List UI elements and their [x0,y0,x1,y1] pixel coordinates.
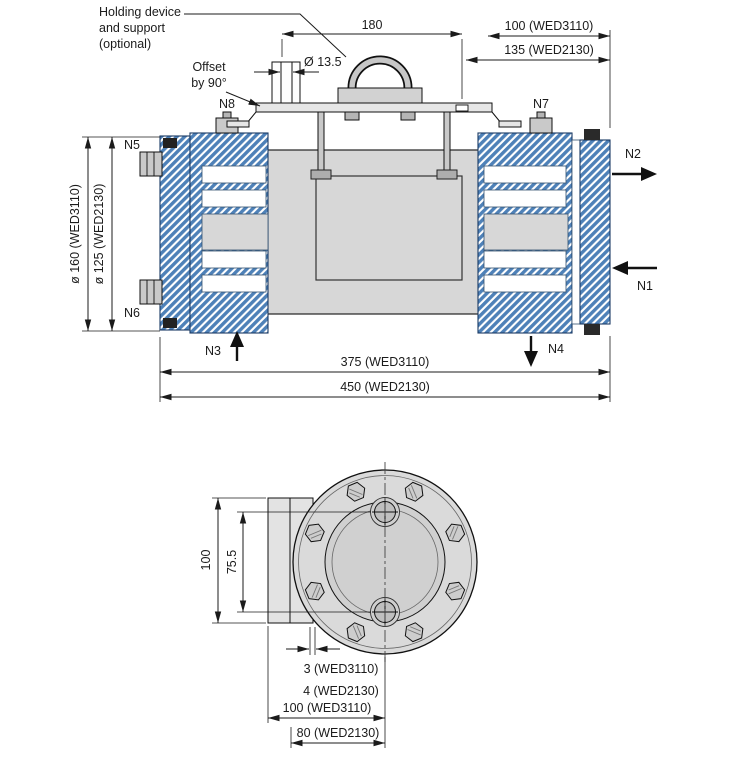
dim-dia125-label: ø 125 (WED2130) [92,184,106,285]
left-tube-slots [201,165,267,293]
gasket-block-top [163,138,177,148]
dim-100v-label: 100 [199,550,213,571]
dim-180-label: 180 [362,18,383,32]
u-bolt [349,57,411,103]
dim-hole-label: Ø 13.5 [304,55,342,69]
right-header [477,111,611,335]
nozzle-n8-label: N8 [219,97,235,111]
dim-dia160-label: ø 160 (WED3110) [68,184,82,284]
end-view: 100 75.5 3 (WED3110) 4 (WED2130) 100 (WE… [199,462,478,748]
n2-arrow-head [641,167,657,181]
nozzle-n5-label: N5 [124,138,140,152]
offset-leader-line [225,91,261,107]
holding-device [226,55,522,128]
nozzle-n4-label: N4 [548,342,564,356]
n6-bolt [139,279,163,305]
dim-375-label: 375 (WED3110) [341,355,430,369]
left-header-core [201,213,269,251]
dim-gap3-label: 3 (WED3110) [304,662,379,676]
dim-gap4-label: 4 (WED2130) [303,684,379,698]
side-view: Holding device and support (optional) Of… [68,5,657,402]
side-view-labels: Holding device and support (optional) Of… [68,5,653,394]
dim-80w-label: 80 (WED2130) [297,726,380,740]
offset-label-line2: by 90° [191,76,227,90]
u-bolt-nut-right [400,111,416,121]
dim-135-label: 135 (WED2130) [504,43,594,57]
end-view-dimensions [212,497,386,748]
dim-450-label: 450 (WED2130) [340,380,430,394]
right-tube-slots [483,165,567,293]
bracket-ear [271,61,301,104]
nozzle-n7-label: N7 [533,97,549,111]
dim-100w-label: 100 (WED3110) [283,701,372,715]
shell-window [315,175,463,281]
nozzle-n3-label: N3 [205,344,221,358]
holding-label-line1: Holding device [99,5,181,19]
cap-bolt-top [584,129,600,140]
n7-bolt [529,111,553,134]
center-screws [370,497,400,627]
flow-arrows [230,167,657,367]
nozzle-n6-label: N6 [124,306,140,320]
right-header-core [483,213,569,251]
u-bolt-nut-left [344,111,360,121]
gasket-gap [571,139,581,325]
clamp-saddle [337,87,423,104]
cap-bolt-bottom [584,324,600,335]
bracket-foot-left [226,120,250,128]
gasket-block-bottom [163,318,177,328]
holding-label-line3: (optional) [99,37,151,51]
left-flange-plate [159,135,191,331]
end-cap [579,139,611,325]
bracket-plate-hole [455,104,469,112]
left-header [139,111,269,334]
n3-arrow-head [230,331,244,347]
end-view-labels: 100 75.5 3 (WED3110) 4 (WED2130) 100 (WE… [199,550,379,740]
bracket-foot-right [498,120,522,128]
nozzle-n2-label: N2 [625,147,641,161]
n1-arrow-head [612,261,628,275]
holding-label-line2: and support [99,21,166,35]
n4-arrow-head [524,351,538,367]
dim-755-label: 75.5 [225,550,239,574]
n5-bolt [139,151,163,177]
offset-label-line1: Offset [192,60,226,74]
flange-rim-circle [298,475,472,649]
side-view-dimensions [82,13,611,402]
nozzle-n1-label: N1 [637,279,653,293]
dim-100-label: 100 (WED3110) [505,19,594,33]
holding-leader-line [184,13,347,58]
